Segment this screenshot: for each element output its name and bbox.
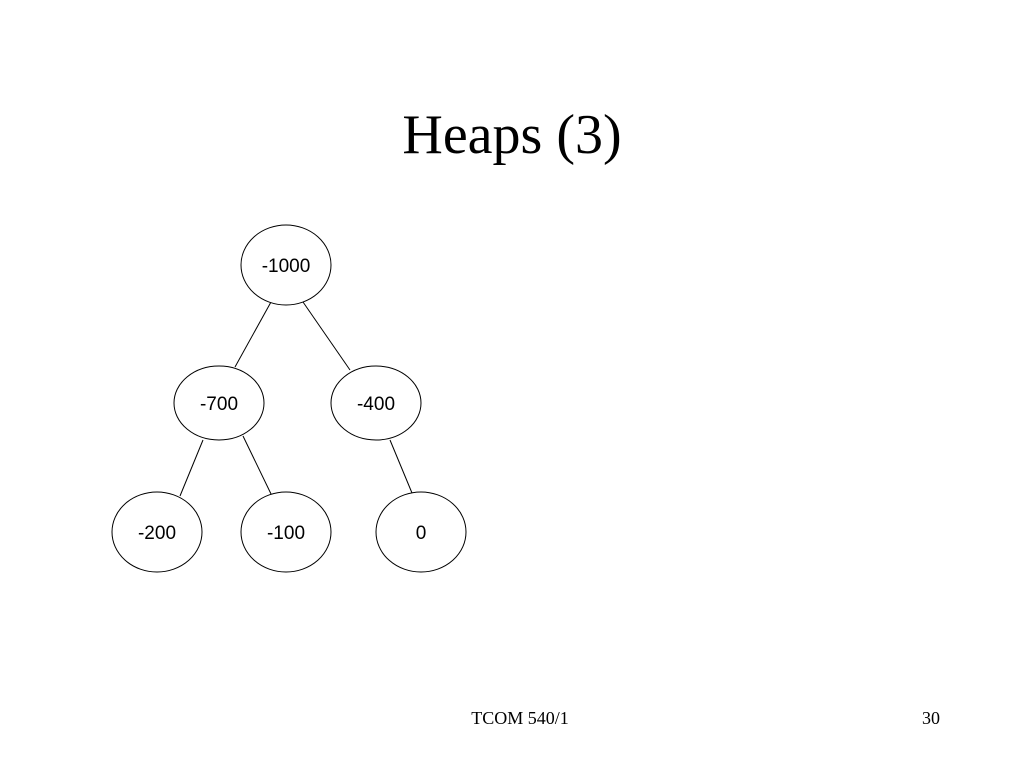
tree-node-label: -200 [138,523,176,544]
tree-node-label: -100 [267,523,305,544]
tree-node-n4: -200 [111,491,203,573]
tree-edge-n2-n4 [179,439,204,497]
tree-node-n1: -1000 [240,224,332,306]
page-number: 30 [922,708,940,728]
slide-title: Heaps (3) [402,104,622,166]
tree-node-n3: -400 [330,365,422,441]
tree-node-label: -700 [200,394,238,415]
tree-node-n2: -700 [173,365,265,441]
tree-node-label: 0 [416,523,427,544]
tree-node-label: -400 [357,394,395,415]
tree-edge-n2-n5 [242,435,273,497]
tree-node-n5: -100 [240,491,332,573]
tree-edge-n3-n6 [389,439,413,494]
tree-node-label: -1000 [262,256,311,277]
tree-edge-n1-n2 [234,301,272,368]
footer-course: TCOM 540/1 [471,708,569,728]
tree-node-n6: 0 [375,491,467,573]
tree-edge-n1-n3 [302,301,351,371]
